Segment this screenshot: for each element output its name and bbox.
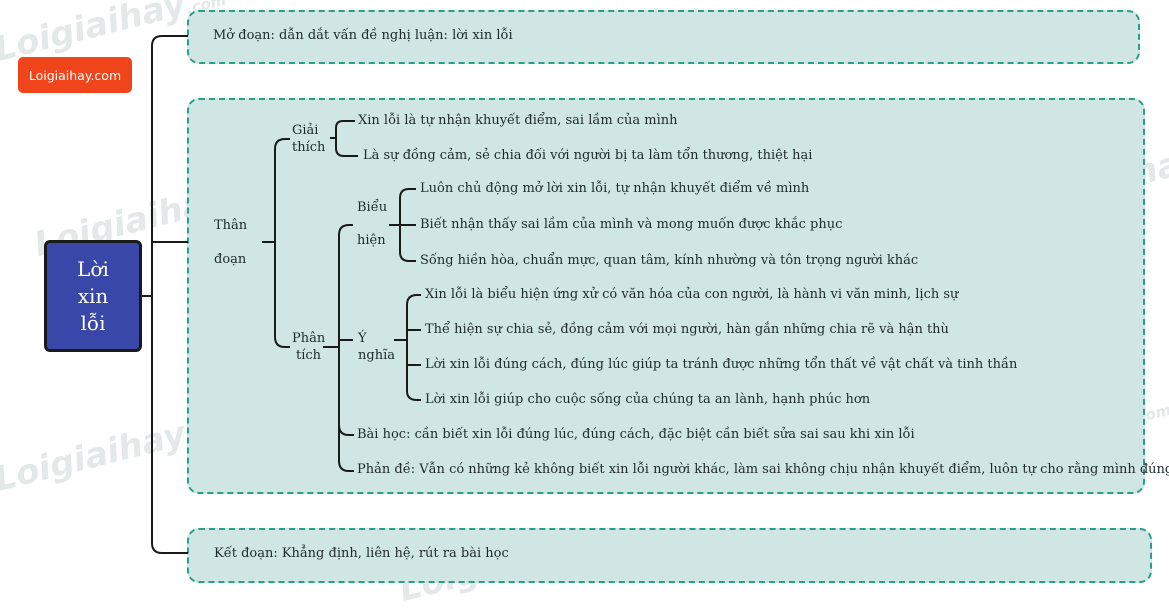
y-nghia-label-line1: Ý (358, 331, 367, 346)
y-nghia-item: Lời xin lỗi giúp cho cuộc sống của chúng… (425, 392, 871, 407)
root-node: Lời xin lỗi (44, 240, 142, 352)
bieu-hien-item: Biết nhận thấy sai lầm của mình và mong … (420, 217, 843, 232)
y-nghia-item: Lời xin lỗi đúng cách, đúng lúc giúp ta … (425, 357, 1018, 372)
conclusion-box (187, 528, 1152, 583)
y-nghia-item: Thể hiện sự chia sẻ, đồng cảm với mọi ng… (425, 322, 949, 337)
y-nghia-item: Xin lỗi là biểu hiện ứng xử có văn hóa c… (425, 287, 959, 302)
site-logo[interactable]: Loigiaihay.com (18, 57, 132, 93)
bai-hoc-text: Bài học: cần biết xin lỗi đúng lúc, đúng… (357, 427, 915, 442)
bieu-hien-label-line2: hiện (357, 233, 386, 248)
phan-de-text: Phản đề: Vẫn có những kẻ không biết xin … (357, 462, 1169, 477)
conclusion-text: Kết đoạn: Khẳng định, liên hệ, rút ra bà… (214, 546, 509, 561)
phan-tich-label-line2: tích (296, 348, 322, 363)
intro-text: Mở đoạn: dẫn dắt vấn đề nghị luận: lời x… (213, 28, 513, 43)
giai-thich-item: Là sự đồng cảm, sẻ chia đối với người bị… (363, 148, 813, 163)
body-label-line1: Thân (214, 218, 248, 233)
giai-thich-label-line2: thích (292, 140, 326, 155)
body-label-line2: đoạn (214, 252, 247, 267)
body-box (187, 98, 1145, 494)
mindmap-connectors (142, 35, 421, 554)
bieu-hien-item: Sống hiền hòa, chuẩn mực, quan tâm, kính… (420, 253, 919, 268)
giai-thich-label-line1: Giải (292, 123, 319, 138)
bieu-hien-item: Luôn chủ động mở lời xin lỗi, tự nhận kh… (420, 181, 810, 196)
bieu-hien-label-line1: Biểu (357, 200, 388, 215)
giai-thich-item: Xin lỗi là tự nhận khuyết điểm, sai lầm … (358, 113, 678, 128)
y-nghia-label-line2: nghĩa (358, 348, 395, 363)
phan-tich-label-line1: Phân (292, 331, 326, 346)
intro-box (187, 10, 1140, 64)
